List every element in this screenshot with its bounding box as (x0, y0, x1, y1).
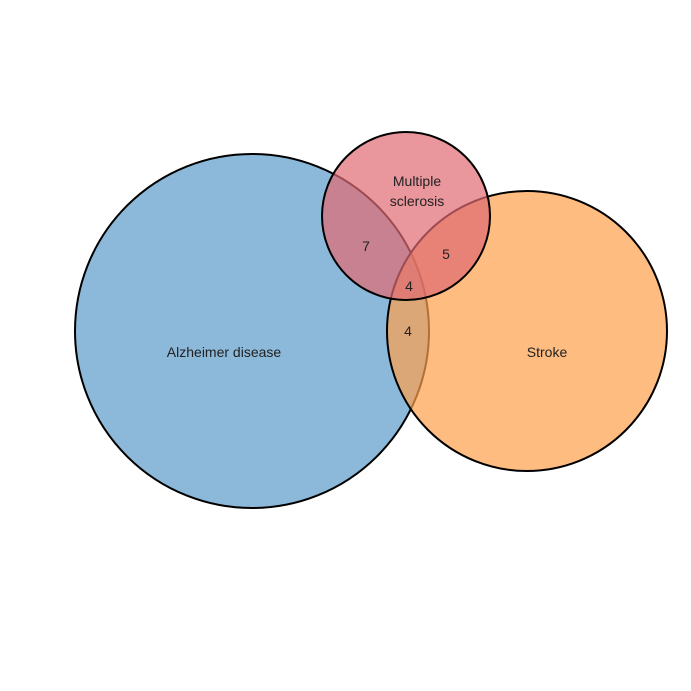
set-label-line: Stroke (527, 344, 568, 360)
region-count-ad-stroke: 4 (404, 323, 412, 339)
set-label-line: sclerosis (390, 193, 444, 209)
set-label-line: Alzheimer disease (167, 344, 282, 360)
set-label-stroke: Stroke (527, 344, 568, 360)
region-count-ms-stroke: 5 (442, 246, 450, 262)
set-label-ad: Alzheimer disease (167, 344, 282, 360)
set-label-ms: Multiple sclerosis (390, 173, 444, 209)
set-circle-ms (321, 131, 491, 301)
set-label-line: Multiple (393, 173, 441, 189)
region-counts: 7 5 4 4 (362, 238, 450, 339)
set-circles (74, 131, 668, 509)
region-count-ad-ms: 7 (362, 238, 370, 254)
region-count-all-three: 4 (405, 278, 413, 294)
